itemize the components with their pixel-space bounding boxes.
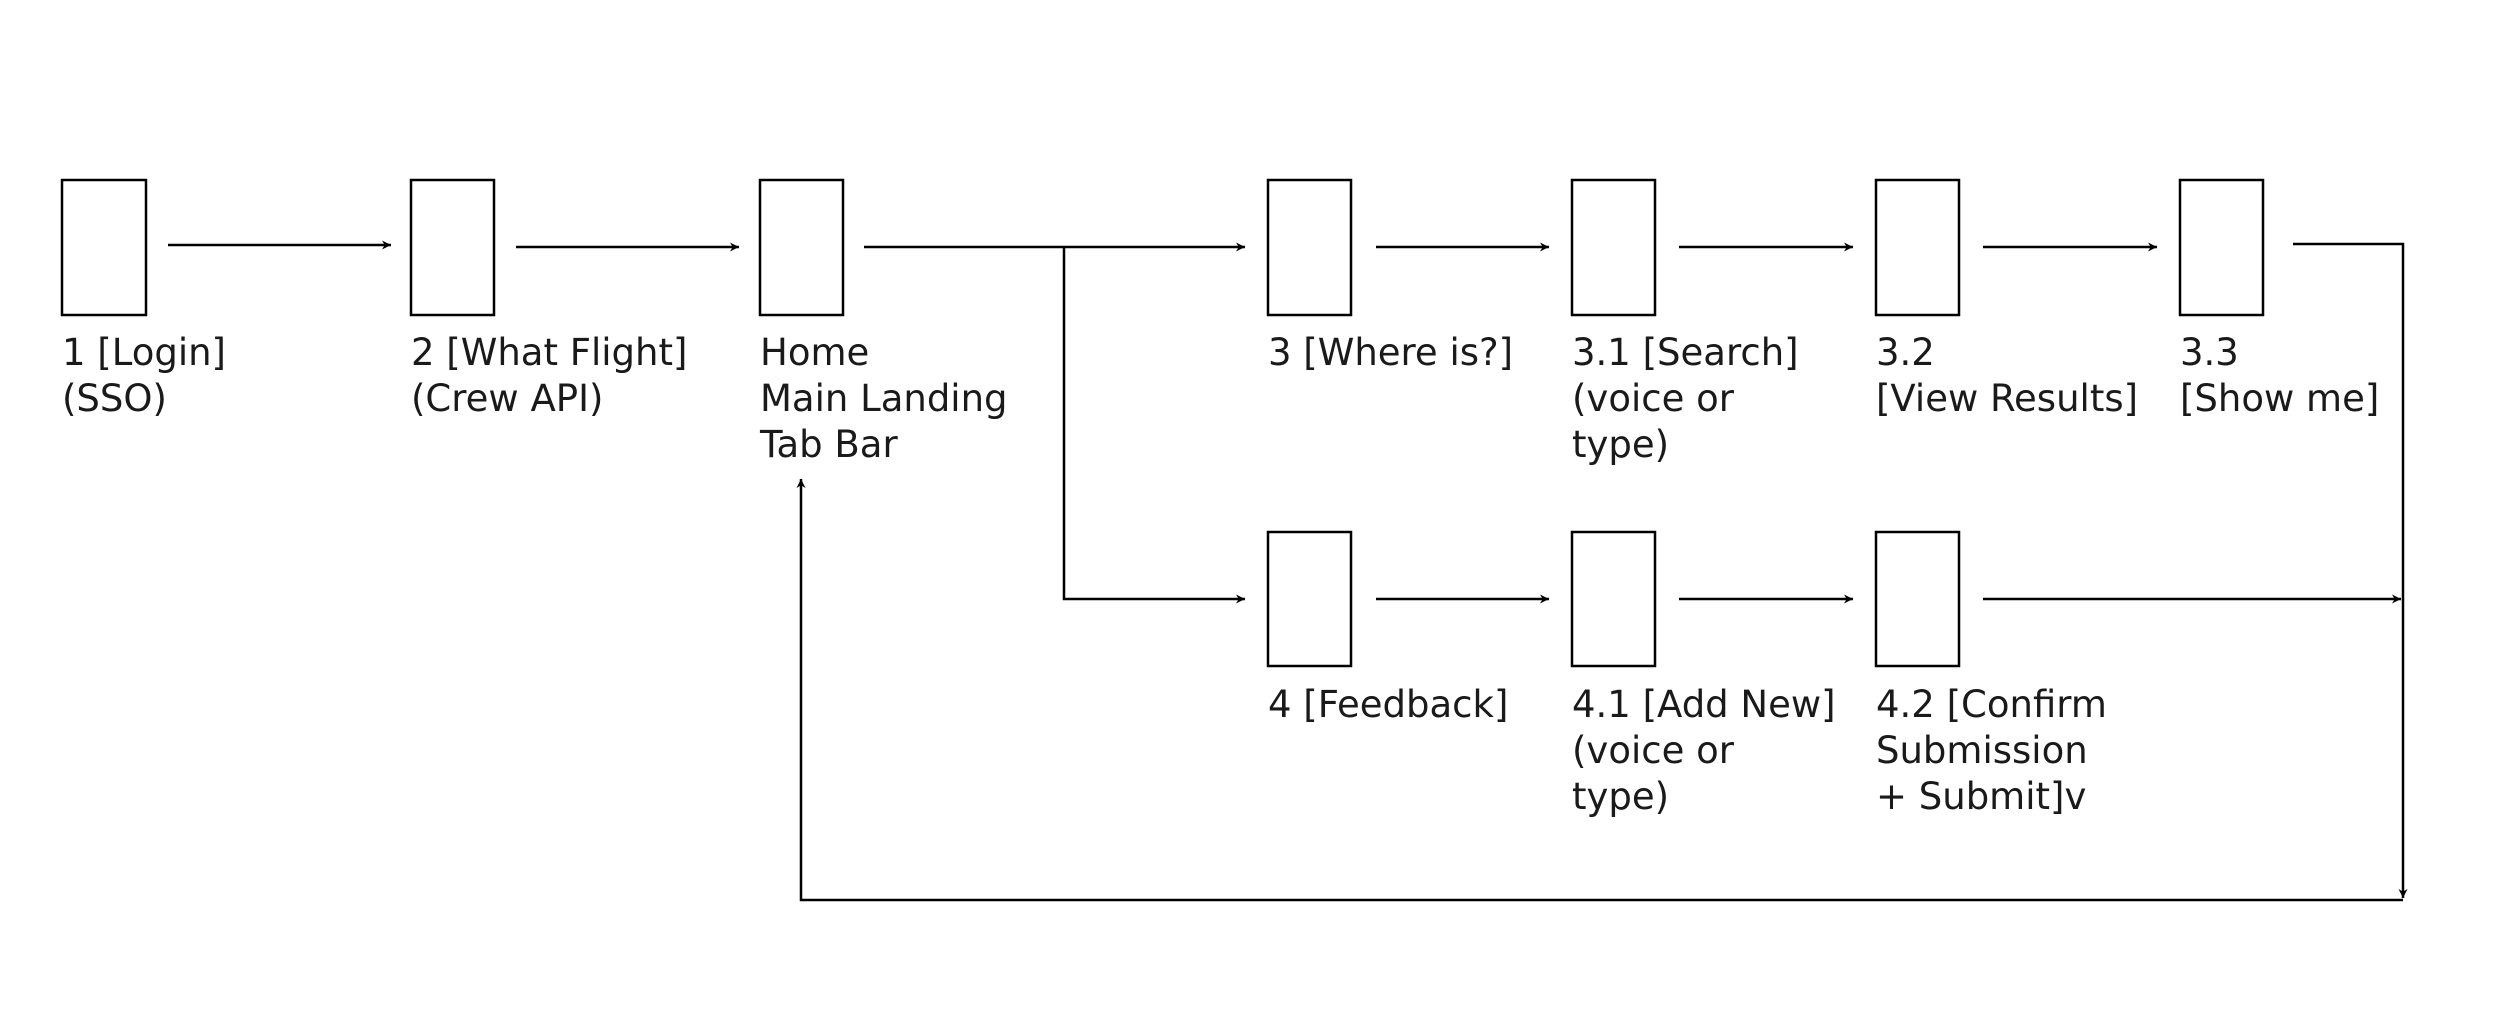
label-add-new-line-3: type) — [1572, 775, 1669, 818]
label-confirm-submission-line-2: Submission — [1876, 729, 2088, 772]
label-confirm-submission-line-3: + Submit]v — [1876, 775, 2086, 818]
label-login: 1 [Login] (SSO) — [62, 331, 238, 420]
label-home-line-3: Tab Bar — [759, 423, 898, 466]
label-feedback-line-1: 4 [Feedback] — [1268, 683, 1508, 726]
screen-box-show-me — [2178, 178, 2265, 317]
arrow-home-to-feedback — [1062, 247, 1245, 604]
label-view-results-line-1: 3.2 — [1876, 331, 1935, 374]
screen-box-home — [758, 178, 845, 317]
node-feedback — [1266, 530, 1353, 668]
label-confirm-submission: 4.2 [Confirm Submission + Submit]v — [1876, 683, 2119, 818]
label-add-new-line-1: 4.1 [Add New] — [1572, 683, 1836, 726]
label-login-line-1: 1 [Login] — [62, 331, 226, 374]
screen-box-login — [60, 178, 148, 317]
label-search: 3.1 [Search] (voice or type) — [1572, 331, 1810, 466]
screen-box-confirm-submission — [1874, 530, 1961, 668]
node-what-flight — [409, 178, 496, 317]
node-view-results — [1874, 178, 1961, 317]
node-add-new — [1570, 530, 1657, 668]
label-search-line-3: type) — [1572, 423, 1669, 466]
label-what-flight: 2 [What Flight] (Crew API) — [411, 331, 699, 420]
screen-box-view-results — [1874, 178, 1961, 317]
label-home-line-2: Main Landing — [760, 377, 1008, 420]
screen-box-where-is — [1266, 178, 1353, 317]
label-confirm-submission-line-1: 4.2 [Confirm — [1876, 683, 2107, 726]
screen-box-search — [1570, 178, 1657, 317]
label-home: Home Main Landing Tab Bar — [759, 331, 1019, 466]
label-add-new: 4.1 [Add New] (voice or type) — [1572, 683, 1847, 818]
label-login-line-2: (SSO) — [62, 377, 167, 420]
label-feedback: 4 [Feedback] — [1268, 683, 1508, 726]
label-what-flight-line-2: (Crew API) — [411, 377, 603, 420]
node-show-me — [2178, 178, 2265, 317]
label-show-me-line-1: 3.3 — [2180, 331, 2239, 374]
label-search-line-2: (voice or — [1572, 377, 1735, 420]
label-home-line-1: Home — [760, 331, 869, 374]
label-where-is-line-1: 3 [Where is?] — [1268, 331, 1513, 374]
arrow-return-to-home — [796, 479, 2403, 902]
label-show-me: 3.3 [Show me] — [2180, 331, 2379, 420]
node-confirm-submission — [1874, 530, 1961, 668]
label-view-results-line-2: [View Results] — [1876, 377, 2138, 420]
node-home — [758, 178, 845, 317]
label-where-is: 3 [Where is?] — [1268, 331, 1513, 374]
label-view-results: 3.2 [View Results] — [1876, 331, 2138, 420]
label-what-flight-line-1: 2 [What Flight] — [411, 331, 687, 374]
screen-box-what-flight — [409, 178, 496, 317]
label-add-new-line-2: (voice or — [1572, 729, 1735, 772]
label-search-line-1: 3.1 [Search] — [1572, 331, 1799, 374]
node-where-is — [1266, 178, 1353, 317]
arrow-show-me-to-return-line — [2293, 242, 2408, 898]
node-search — [1570, 178, 1657, 317]
label-show-me-line-2: [Show me] — [2180, 377, 2379, 420]
node-login — [60, 178, 148, 317]
screen-box-add-new — [1570, 530, 1657, 668]
screen-box-feedback — [1266, 530, 1353, 668]
